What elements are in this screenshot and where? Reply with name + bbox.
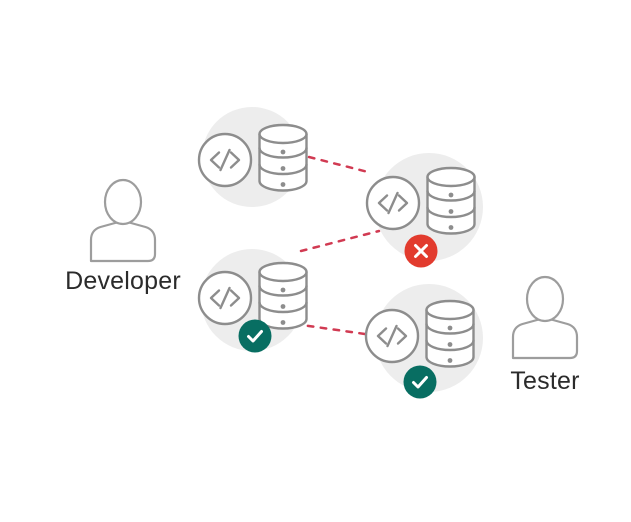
x-icon: [403, 233, 439, 269]
connector-top-to-shared: [307, 155, 374, 175]
connector-bottom-to-tester: [293, 322, 367, 336]
tester-label: Tester: [510, 367, 580, 395]
tester-person-icon: [511, 275, 579, 360]
check-icon: [402, 364, 438, 400]
developer-person-icon: [89, 178, 157, 263]
check-icon: [237, 318, 273, 354]
connector-bottom-to-shared: [299, 229, 381, 253]
developer-label: Developer: [65, 267, 181, 295]
